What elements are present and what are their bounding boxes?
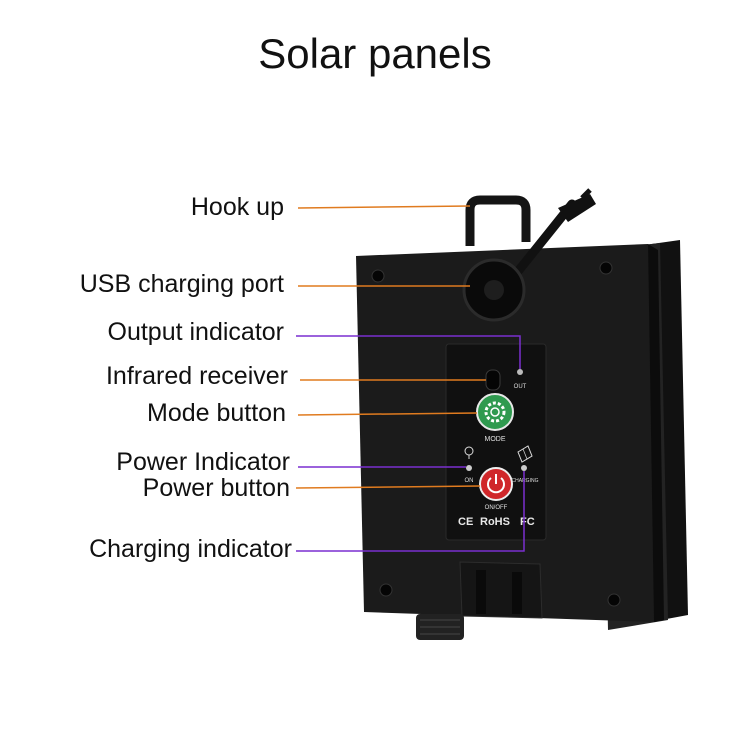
callout-line-power-button [295, 485, 481, 489]
callout-line-output-indicator [296, 335, 521, 369]
label-hook-up: Hook up [190, 193, 284, 221]
power-button-text: ON/OFF [485, 505, 508, 511]
rohs-mark: RoHS [480, 516, 510, 528]
fc-mark: FC [520, 516, 535, 528]
callout-line-mode-button [297, 412, 478, 416]
screw-icon [607, 593, 621, 607]
control-panel [445, 343, 547, 541]
panel-edge [648, 244, 664, 622]
solar-panel-icon [517, 445, 533, 463]
mode-button-text: MODE [485, 436, 506, 443]
charging-indicator-led [521, 465, 527, 471]
label-power-indicator: Power Indicator [116, 448, 290, 476]
callout-line-hook-up [297, 205, 471, 209]
screw-icon [371, 269, 385, 283]
cable-plug-icon [558, 194, 596, 222]
label-output-indicator: Output indicator [107, 318, 285, 346]
page-title: Solar panels [258, 30, 492, 77]
screw-icon [599, 261, 613, 275]
label-mode-button: Mode button [147, 399, 286, 427]
infrared-receiver-icon [485, 369, 501, 391]
callout-line-charging-indicator [296, 471, 525, 552]
mode-button[interactable] [476, 393, 514, 431]
output-indicator-led [517, 369, 523, 375]
gear-icon [484, 401, 506, 423]
label-infrared-receiver: Infrared receiver [105, 362, 288, 390]
hook-icon [465, 195, 531, 246]
label-power-button: Power button [142, 474, 290, 502]
bottom-bracket [459, 561, 543, 619]
charging-indicator-text: CHARGING [512, 478, 539, 484]
ce-mark: CE [458, 516, 473, 528]
power-indicator-text: ON [465, 478, 474, 484]
output-indicator-text: OUT [514, 384, 527, 390]
label-charging-indicator: Charging indicator [89, 535, 292, 563]
power-indicator-led [466, 465, 472, 471]
label-usb-charging-port: USB charging port [79, 270, 284, 298]
lightbulb-icon [464, 446, 474, 459]
power-icon [487, 477, 505, 494]
screw-icon [379, 583, 393, 597]
